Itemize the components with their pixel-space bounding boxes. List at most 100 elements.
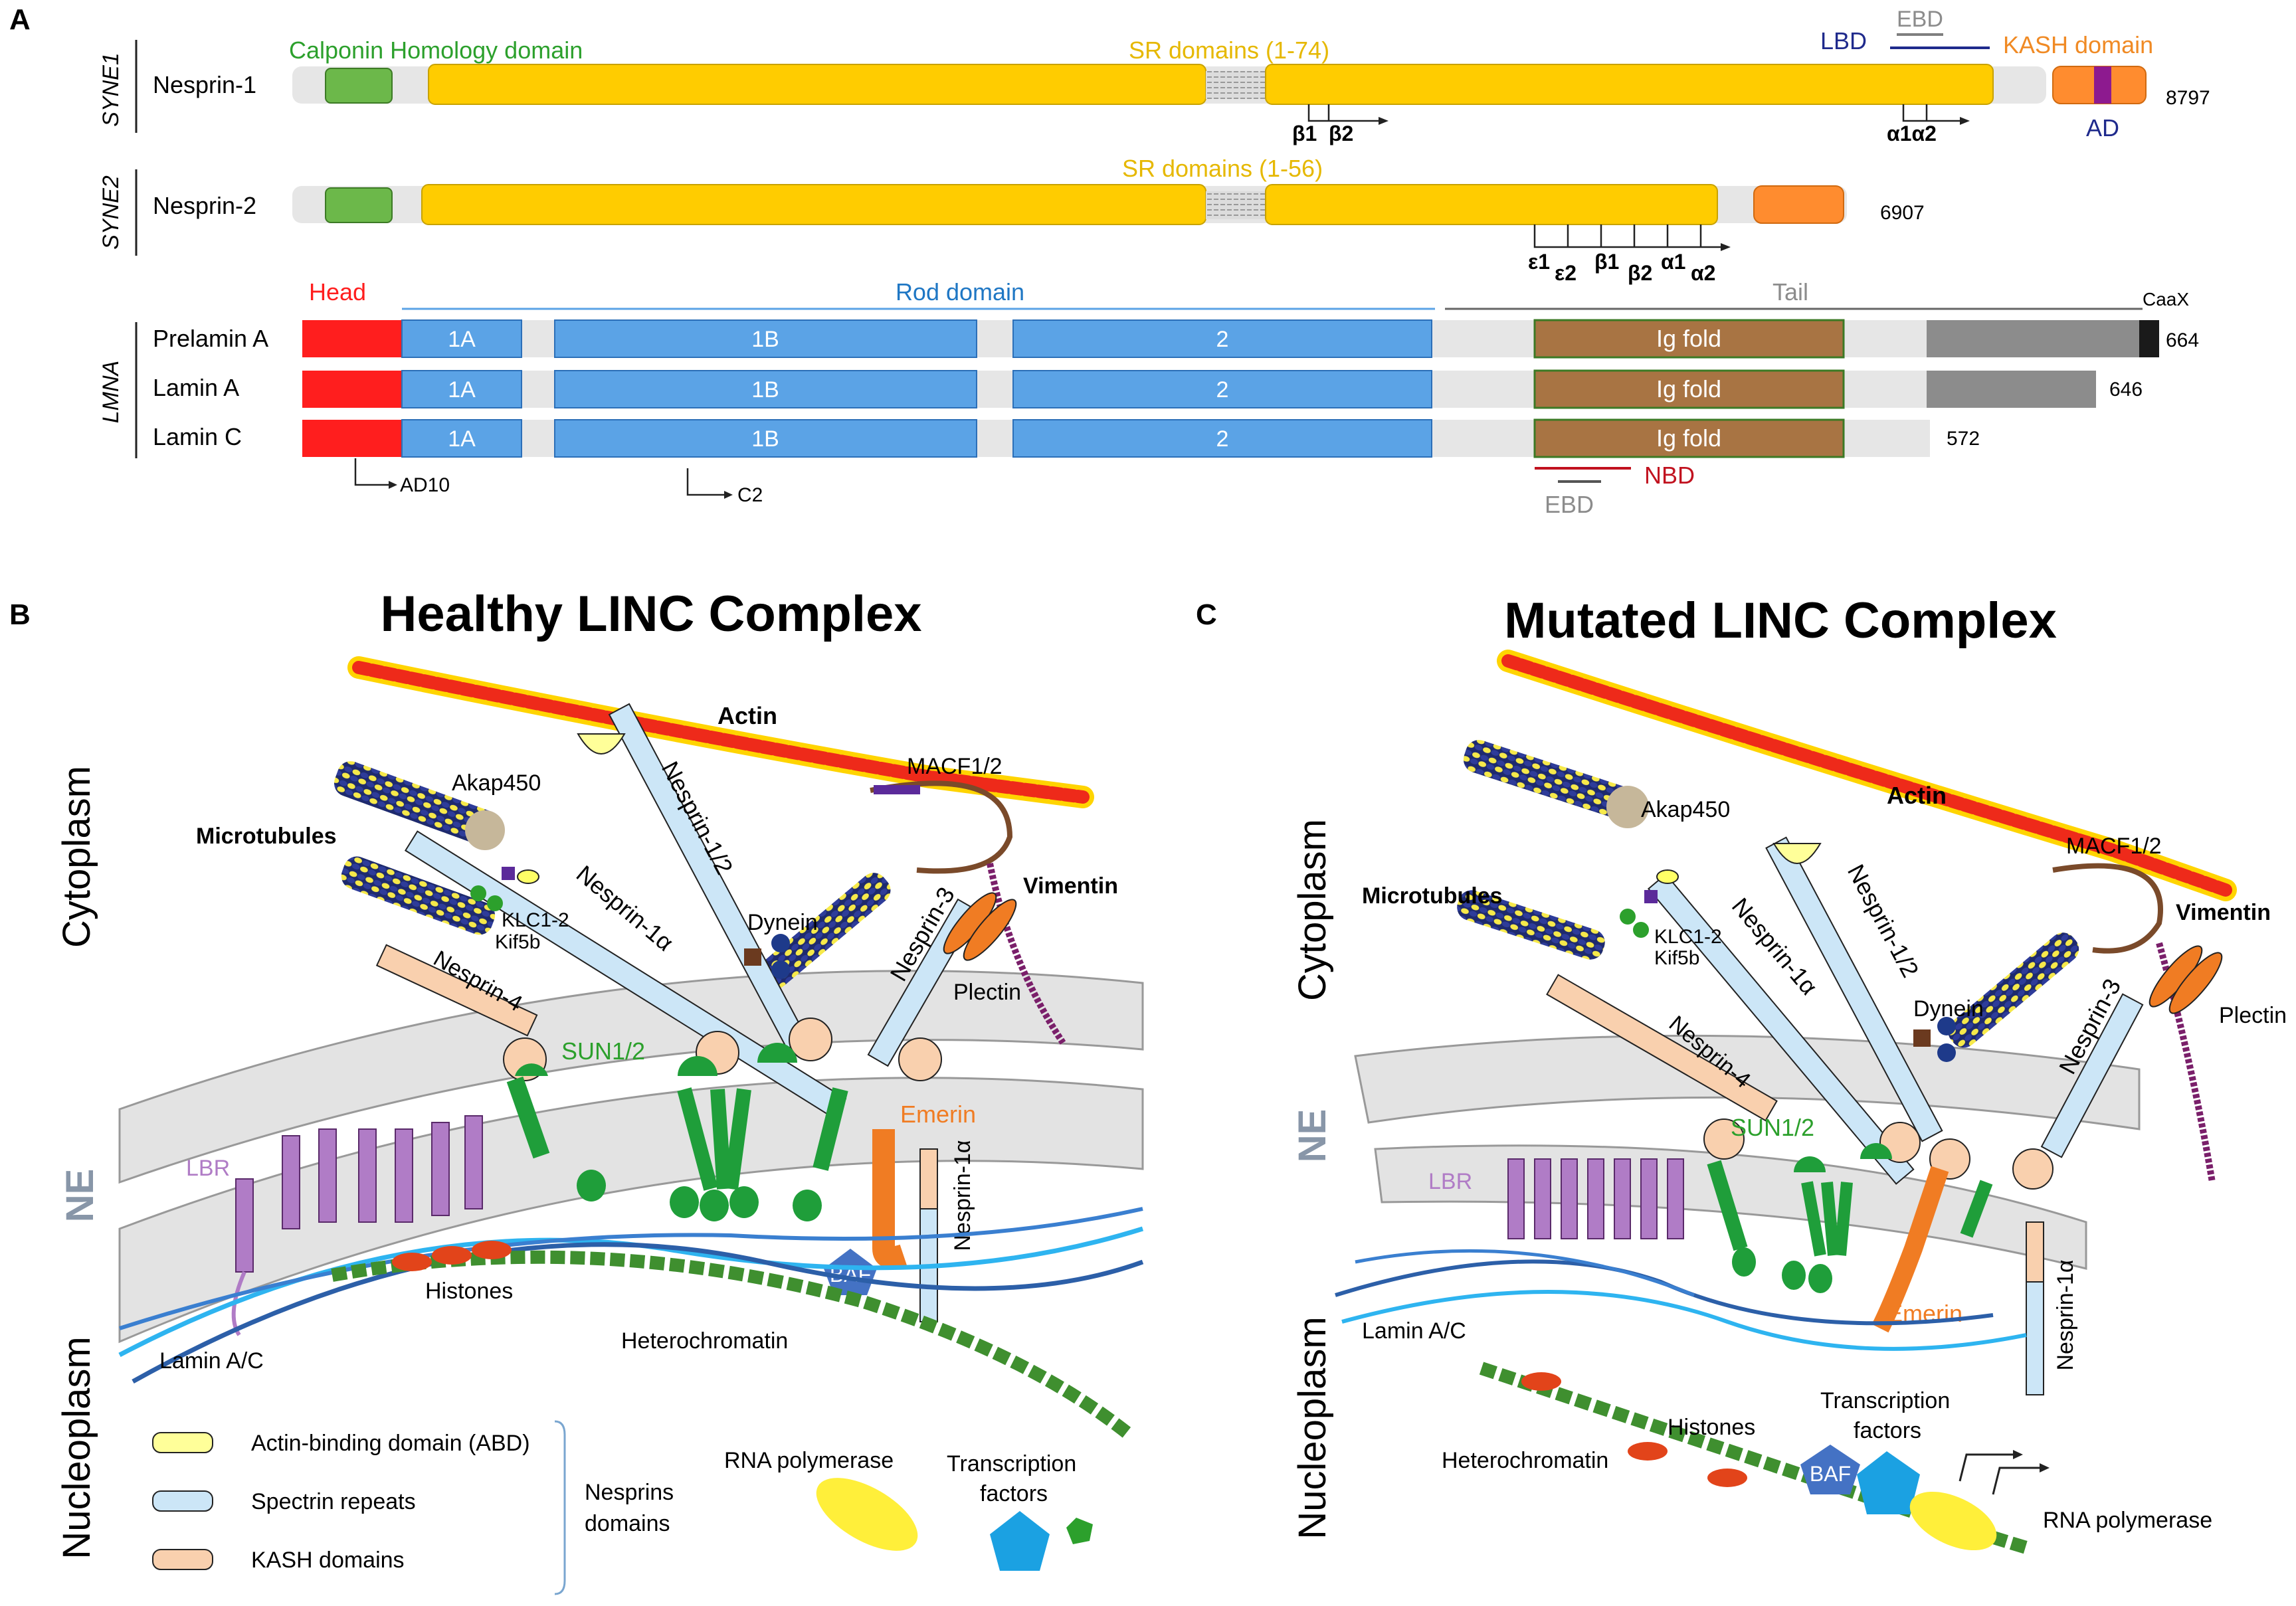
- lamin-a-head: [302, 371, 402, 408]
- lamin-a-ig-label: Ig fold: [1656, 375, 1721, 402]
- panel-c-nesprin-12-label: Nesprin-1/2: [1842, 860, 1925, 982]
- nesprin-2-length: 6907: [1880, 202, 1925, 224]
- panel-c-nesprin-1a-rod: [1647, 873, 1915, 1185]
- panel-c-heterochromatin-label: Heterochromatin: [1442, 1448, 1608, 1473]
- panel-b-sun-2: [677, 1087, 751, 1191]
- panel-b-sun-1: [506, 1076, 550, 1159]
- panel-b-plectin-label: Plectin: [953, 980, 1021, 1005]
- panel-c-lbr-label: LBR: [1428, 1169, 1472, 1194]
- panel-b-heterochromatin-label: Heterochromatin: [621, 1328, 788, 1354]
- lamin-c-length: 572: [1947, 428, 1980, 450]
- lamin-a-name: Lamin A: [153, 374, 239, 401]
- prelamin-a-row: Prelamin A 1A 1B 2 Ig fold 664: [153, 319, 2199, 359]
- panel-b-cytoplasm: Cytoplasm: [55, 766, 98, 948]
- legend-tf-line1: Transcription: [947, 1451, 1076, 1476]
- prelamin-a-2-label: 2: [1216, 327, 1229, 352]
- lamin-a-1a: [401, 370, 522, 408]
- panel-b-nesprin-4-rod: [375, 944, 538, 1037]
- panel-c-tf: [1857, 1451, 1920, 1514]
- nesprin-1-map: Nesprin-1 Calponin Homology domain SR do…: [153, 7, 2210, 145]
- panel-b-akap: [465, 810, 505, 850]
- lamin-c-1a: [401, 419, 522, 458]
- panel-c-baf: [1800, 1445, 1860, 1494]
- legend-group-line1: Nesprins: [585, 1480, 674, 1505]
- panel-b-heterochromatin: [331, 1250, 1134, 1440]
- panel-b-vimentin-label: Vimentin: [1023, 873, 1118, 899]
- panel-c-microtubules-label: Microtubules: [1362, 883, 1503, 909]
- prelamin-a-tail-end: [1927, 320, 2139, 357]
- panel-c-dynein-label: Dynein: [1913, 996, 1984, 1022]
- nesprin-1-mark-b2: β2: [1329, 122, 1353, 145]
- nesprin-1-sr-label: SR domains (1-74): [1129, 37, 1329, 64]
- panel-c-title: Mutated LINC Complex: [1504, 592, 2057, 649]
- panel-c-kif-label: Kif5b: [1654, 947, 1699, 969]
- panel-c-nucleoplasm: Nucleoplasm: [1291, 1316, 1334, 1539]
- nesprin-1-mark-b1: β1: [1292, 122, 1317, 145]
- gene-lmna-label: LMNA: [98, 361, 124, 423]
- lamin-a-1a-label: 1A: [448, 377, 476, 402]
- lamin-a-ig: [1533, 369, 1845, 409]
- gene-syne2-label: SYNE2: [98, 175, 124, 250]
- panel-c-akap: [1606, 786, 1649, 828]
- panel-b-dynein-label: Dynein: [747, 910, 818, 935]
- nesprin-2-mark-b2: β2: [1628, 261, 1652, 285]
- lamin-rod-label: Rod domain: [896, 278, 1024, 306]
- nesprin-2-mark-a1: α1: [1661, 250, 1685, 274]
- panel-b-microtubule-3: [759, 873, 891, 989]
- nesprin-1-sr-gap: [1206, 71, 1266, 99]
- lamin-c-ig-label: Ig fold: [1656, 424, 1721, 452]
- panel-c-microtubule-3: [1948, 933, 2079, 1048]
- legend-rnapol: RNA polymerase: [724, 1448, 894, 1473]
- panel-b-actin-label: Actin: [718, 702, 777, 729]
- lamin-a-length: 646: [2109, 379, 2143, 401]
- lamin-c-row: Lamin C 1A 1B 2 Ig fold 572: [153, 418, 1980, 458]
- panel-b-lamin-3: [119, 1207, 1143, 1330]
- panel-b-ne: NE: [58, 1169, 102, 1223]
- lamin-a-2: [1012, 370, 1432, 408]
- nesprin-1-ad-domain: [2094, 66, 2111, 104]
- prelamin-a-ig: [1533, 319, 1845, 359]
- lamin-c-2: [1012, 419, 1432, 458]
- nesprin-2-mark-b1: β1: [1594, 250, 1619, 274]
- lamin-mark-ad10: AD10: [400, 474, 450, 496]
- panel-b: B Healthy LINC Complex Cytoplasm NE Nucl…: [9, 586, 1144, 1595]
- panel-b-lbr: [231, 1115, 483, 1336]
- panel-b-nucleoplasm: Nucleoplasm: [55, 1336, 98, 1559]
- panel-c-nesprin-3-rod: [2040, 993, 2144, 1158]
- nesprin-1-mark-a: α1α2: [1887, 122, 1937, 145]
- panel-c: C Mutated LINC Complex Cytoplasm NE Nucl…: [1196, 592, 2287, 1554]
- prelamin-a-name: Prelamin A: [153, 325, 268, 352]
- panel-c-macf: [2052, 863, 2163, 954]
- panel-c-baf-label: BAF: [1810, 1462, 1851, 1486]
- legend-rnapol-shape: [816, 1478, 918, 1551]
- legend-tf-line2: factors: [980, 1481, 1048, 1506]
- lamin-ebd: EBD: [1545, 491, 1594, 518]
- lamin-a-row: Lamin A 1A 1B 2 Ig fold 646: [153, 369, 2143, 409]
- legend-kash: KASH domains: [251, 1548, 405, 1573]
- panel-b-macf: [870, 780, 1013, 874]
- prelamin-a-1a: [401, 319, 522, 358]
- panel-b-emerin-label: Emerin: [900, 1101, 976, 1128]
- panel-b-macf-label: MACF1/2: [907, 754, 1003, 779]
- nesprin-2-mark-e1: ε1: [1528, 250, 1550, 274]
- prelamin-a-head: [302, 320, 402, 357]
- panel-a: A SYNE1 SYNE2 LMNA Nesprin-1 Calponin Ho…: [9, 3, 2210, 518]
- panel-c-tf-line1: Transcription: [1820, 1388, 1950, 1413]
- nesprin-2-sr-gap: [1206, 191, 1266, 219]
- panel-b-microtubule-2: [341, 856, 496, 935]
- nesprin-1-ad-label: AD: [2086, 114, 2119, 141]
- panel-c-plectin-label: Plectin: [2219, 1003, 2287, 1028]
- nesprin-1-ch-domain: [325, 68, 393, 104]
- nesprin-1-kash-label: KASH domain: [2003, 31, 2153, 58]
- prelamin-a-ig-label: Ig fold: [1656, 325, 1721, 352]
- panel-c-akap-label: Akap450: [1641, 797, 1730, 822]
- lamin-c-1b-label: 1B: [751, 426, 779, 452]
- nesprin-2-name: Nesprin-2: [153, 192, 256, 219]
- panel-c-nesprin-4-rod: [1546, 974, 1778, 1122]
- lamin-head-label: Head: [309, 278, 366, 306]
- panel-c-microtubule-2: [1457, 890, 1605, 960]
- lamin-a-tail-end: [1927, 371, 2096, 408]
- nesprin-2-ch-domain: [325, 187, 393, 223]
- panel-c-ne: NE: [1291, 1109, 1334, 1163]
- nesprin-1-sr-block-1: [428, 64, 1206, 105]
